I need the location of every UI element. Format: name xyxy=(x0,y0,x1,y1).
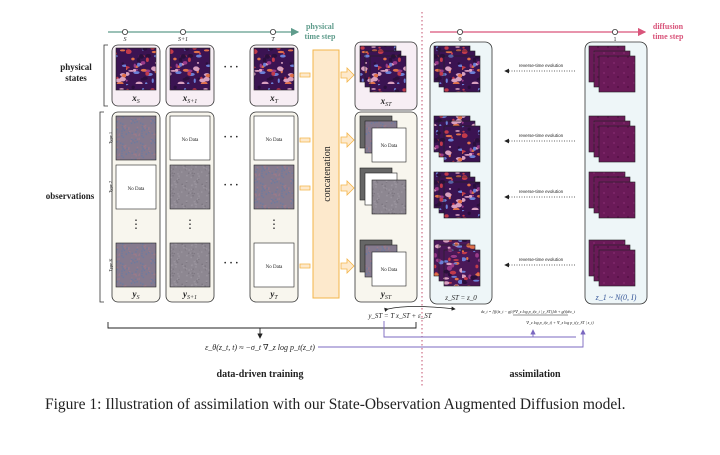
stacked-state-label: xST xyxy=(380,96,393,108)
time-tick-label: 0 xyxy=(459,37,462,43)
state-label: xS xyxy=(131,93,140,105)
input-arrow xyxy=(299,72,311,78)
noise-image xyxy=(598,125,636,163)
observation-label: yT xyxy=(269,289,278,301)
figure-caption: Figure 1: Illustration of assimilation w… xyxy=(45,396,626,413)
vertical-ellipsis: ⋮ xyxy=(130,217,142,231)
sde-score-decomposition: ∇_z log p_t(z_t) + ∇_z log p_t(y_ST | z_… xyxy=(526,320,594,325)
section-training-label: data-driven training xyxy=(217,369,304,380)
ellipsis: · · · xyxy=(223,258,238,269)
no-data-cell xyxy=(115,164,157,210)
concatenation-label: concatenation xyxy=(322,146,333,202)
output-arrow xyxy=(340,258,355,274)
diffusion-axis-label: diffusion xyxy=(653,22,684,31)
input-arrow xyxy=(299,263,311,269)
observations-label: observations xyxy=(46,191,95,201)
no-data-label: No Data xyxy=(266,265,284,270)
observation-equation: y_ST = T x_ST + ε_ST xyxy=(367,312,432,320)
posterior-state-image xyxy=(443,181,481,219)
no-data-label: No Data xyxy=(381,144,399,149)
section-assimilation-label: assimilation xyxy=(509,369,561,380)
state-label: xT xyxy=(269,93,279,105)
observation-image xyxy=(115,242,157,288)
bracket xyxy=(103,44,108,107)
observation-image xyxy=(169,242,211,288)
output-arrow xyxy=(340,67,355,83)
reverse-time-label: reverse-time evolution xyxy=(519,63,564,68)
stacked-observation-label: yST xyxy=(380,289,392,301)
input-arrow xyxy=(299,137,311,143)
time-node xyxy=(269,28,276,35)
time-node xyxy=(612,28,619,35)
time-tick-label: 1 xyxy=(614,37,617,43)
sde-equation: dz_t = [f(t)z_t − g(t)²∇_z log p_t(z_t |… xyxy=(481,309,576,314)
state-field-image xyxy=(169,47,211,91)
ellipsis: · · · xyxy=(223,180,238,191)
physical-states-label: physical xyxy=(60,62,92,72)
noise-image xyxy=(598,55,636,93)
reverse-time-label: reverse-time evolution xyxy=(519,189,564,194)
training-bracket xyxy=(107,322,417,329)
time-tick-label: S+1 xyxy=(178,37,188,43)
state-field-image xyxy=(115,47,157,91)
no-data-label: No Data xyxy=(128,187,146,192)
observation-image xyxy=(253,164,295,210)
observation-label: yS xyxy=(132,289,140,301)
physical-states-label: states xyxy=(65,73,87,83)
noise-image xyxy=(598,249,636,287)
state-label: xS+1 xyxy=(182,93,198,105)
time-node xyxy=(179,28,186,35)
time-tick-label: S xyxy=(124,37,127,43)
physical-axis-label: time step xyxy=(305,32,336,41)
observation-image xyxy=(115,115,157,161)
vertical-ellipsis: ⋮ xyxy=(184,217,196,231)
no-data-cell xyxy=(253,242,295,288)
obs-type-label: Type K xyxy=(108,258,113,272)
observation-image xyxy=(169,164,211,210)
z0-label: z_ST = z_0 xyxy=(444,294,477,302)
observation-label: yS+1 xyxy=(182,289,197,301)
no-data-label: No Data xyxy=(182,138,200,143)
no-data-cell xyxy=(169,115,211,161)
ellipsis: · · · xyxy=(223,62,238,73)
vertical-ellipsis: ⋮ xyxy=(268,217,280,231)
input-arrow xyxy=(299,185,311,191)
diffusion-axis-label: time step xyxy=(653,32,684,41)
score-link xyxy=(318,329,586,348)
observation-link xyxy=(383,321,576,338)
stacked-observation-image xyxy=(371,179,407,215)
stacked-observation-image xyxy=(371,251,407,287)
posterior-state-image xyxy=(443,55,481,93)
time-tick-label: T xyxy=(271,37,275,43)
posterior-state-image xyxy=(443,125,481,163)
reverse-time-label: reverse-time evolution xyxy=(519,257,564,262)
state-field-image xyxy=(253,47,295,91)
obs-type-label: Type 2 xyxy=(108,181,113,193)
score-equation: ε_θ(z_t, t) ≈ −σ_t ∇_z log p_t(z_t) xyxy=(205,343,315,352)
reverse-time-label: reverse-time evolution xyxy=(519,133,564,138)
posterior-state-image xyxy=(443,249,481,287)
physical-axis-label: physical xyxy=(306,22,335,31)
stacked-observation-image xyxy=(371,127,407,163)
no-data-cell xyxy=(253,115,295,161)
noise-image xyxy=(598,181,636,219)
stacked-state-image xyxy=(369,55,407,93)
time-node xyxy=(456,28,463,35)
time-node xyxy=(122,28,129,35)
no-data-label: No Data xyxy=(381,268,399,273)
output-arrow xyxy=(340,180,355,196)
observation-relation-arrow xyxy=(384,306,456,312)
output-arrow xyxy=(340,132,355,148)
ellipsis: · · · xyxy=(223,132,238,143)
z1-label: z_1 ~ N(0, I) xyxy=(595,293,637,302)
concatenation-box xyxy=(312,49,340,299)
no-data-label: No Data xyxy=(266,138,284,143)
obs-type-label: Type 1 xyxy=(108,132,113,144)
bracket xyxy=(99,111,104,303)
